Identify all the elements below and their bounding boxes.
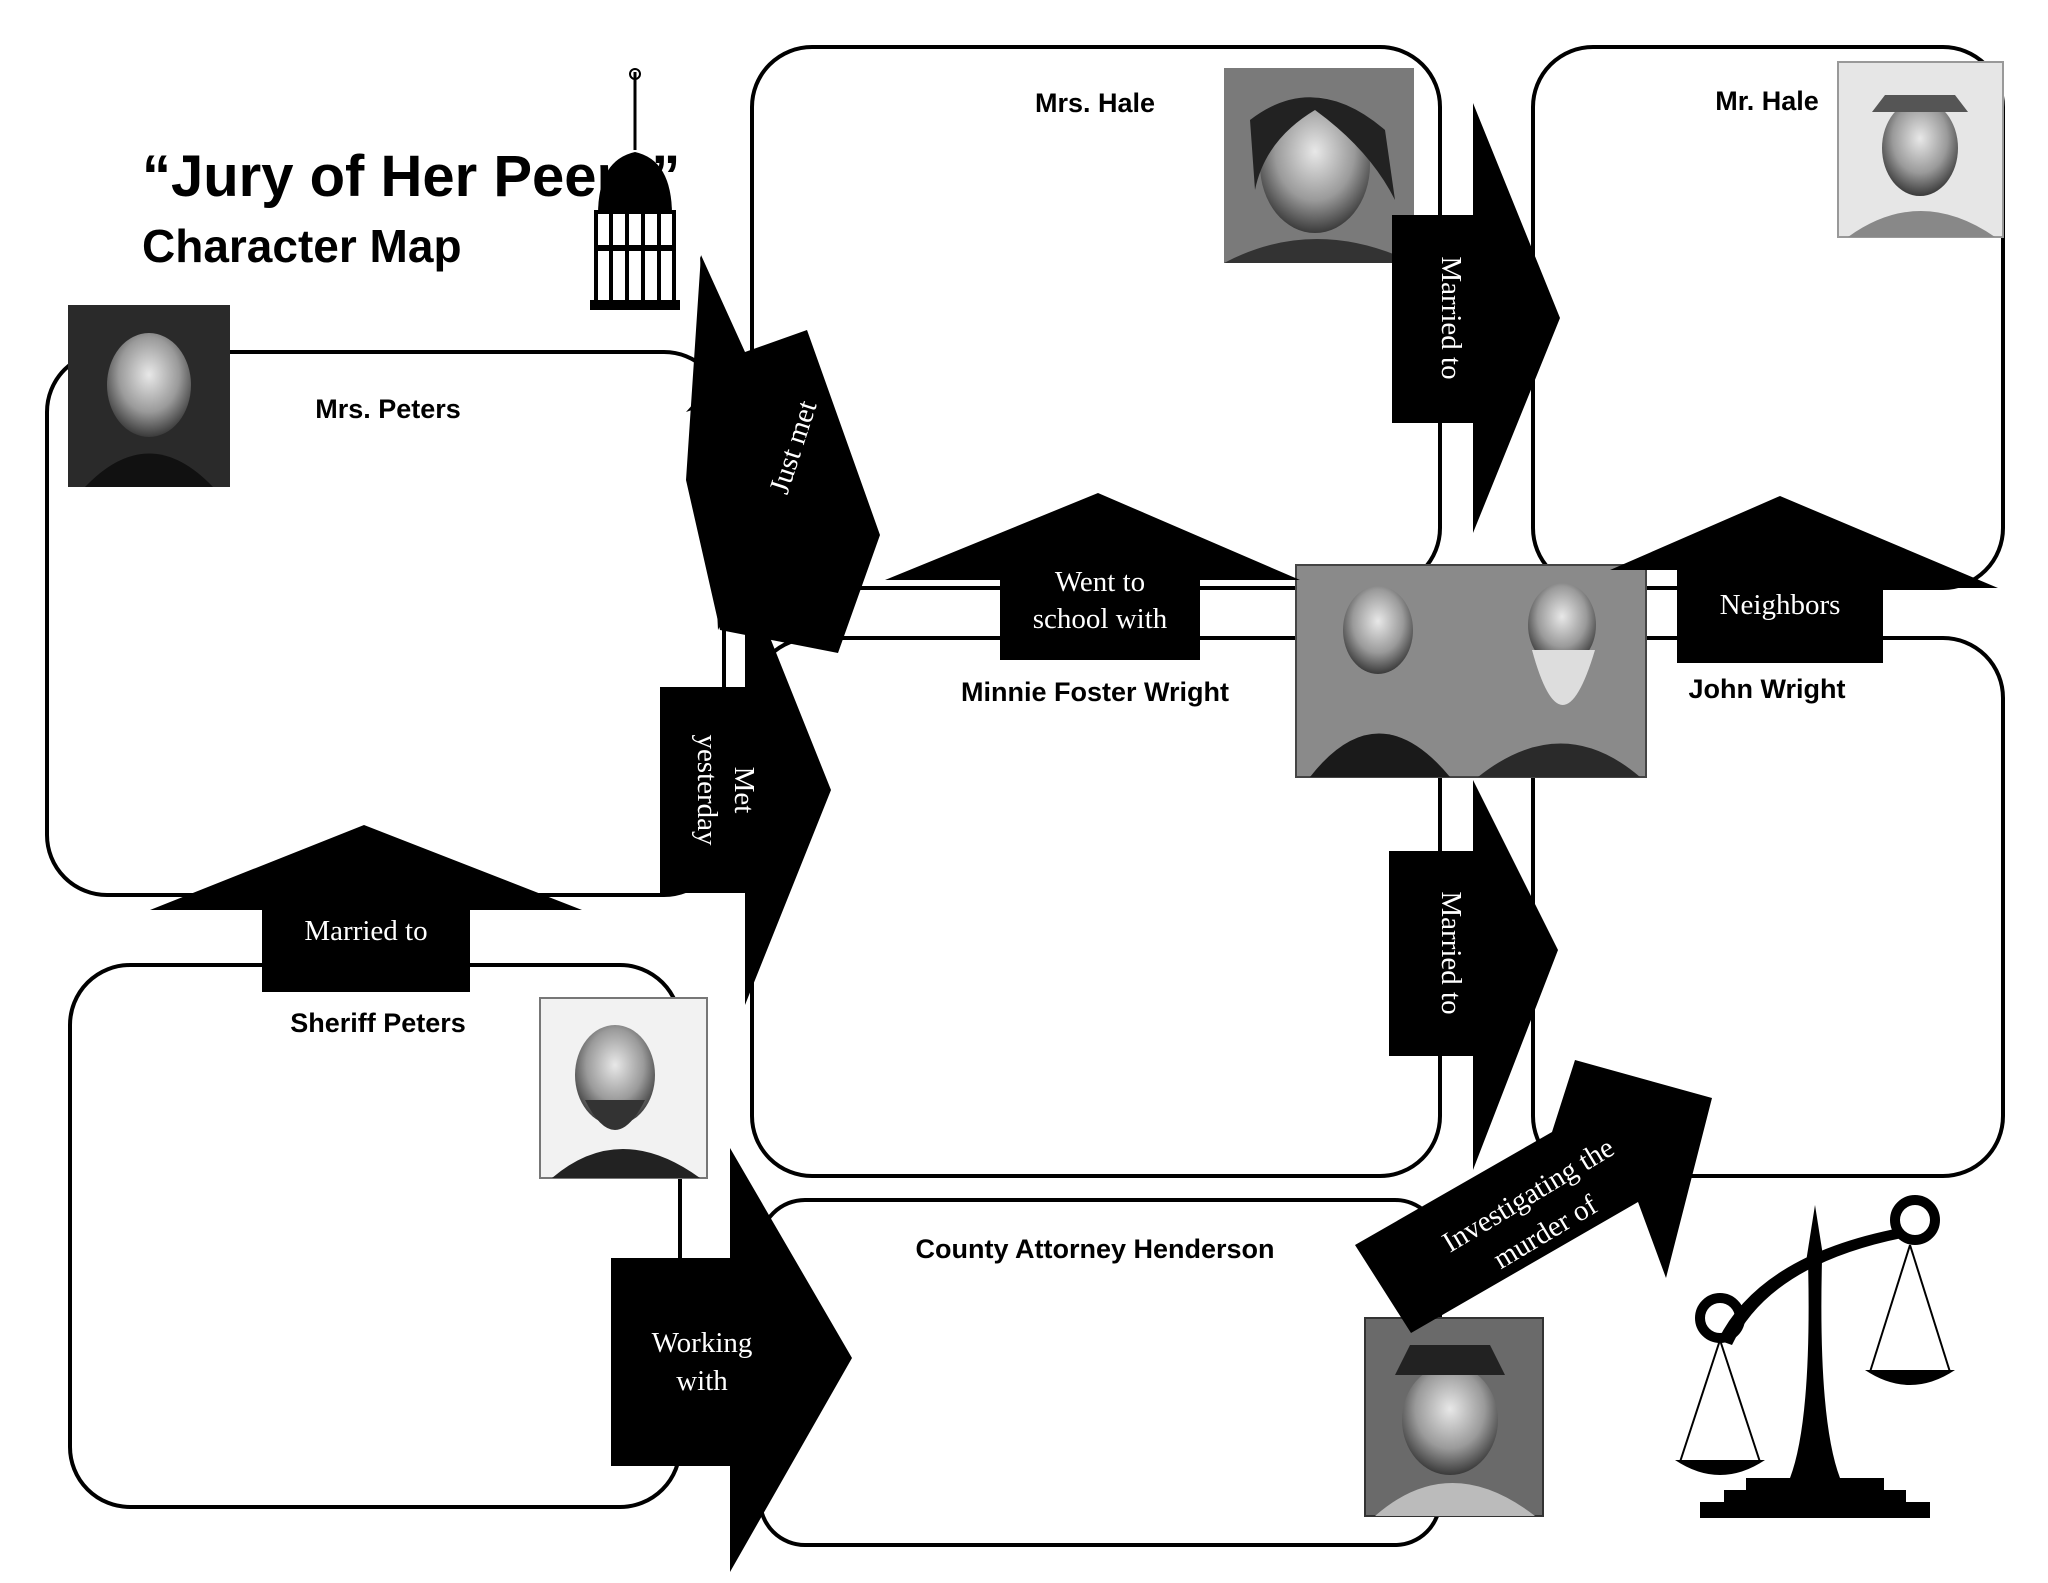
arrow-neighbors: Neighbors: [1610, 496, 1998, 663]
page-subtitle: Character Map: [142, 220, 462, 272]
svg-text:Went to: Went to: [1055, 566, 1145, 598]
photo-mrs-hale: [1224, 68, 1414, 263]
photo-sheriff: [539, 997, 708, 1179]
photo-wright-couple: [1295, 564, 1647, 778]
arrow-married-hale: Married to: [1392, 103, 1560, 533]
name-john: John Wright: [1689, 674, 1846, 704]
arrow-met-yesterday: Met yesterday: [660, 575, 831, 1005]
name-county-attorney: County Attorney Henderson: [915, 1234, 1274, 1264]
svg-text:Met: Met: [728, 767, 760, 814]
birdcage-icon: [590, 68, 680, 310]
scales-of-justice-icon: [1675, 1195, 1955, 1518]
name-sheriff: Sheriff Peters: [290, 1008, 466, 1038]
name-mr-hale: Mr. Hale: [1715, 86, 1819, 116]
arrow-just-met: Just met: [686, 255, 880, 653]
svg-text:with: with: [676, 1365, 728, 1397]
photo-county-attorney: [1364, 1317, 1544, 1517]
arrow-married-wright: Married to: [1389, 780, 1558, 1170]
arrow-working-with: Working with: [611, 1148, 852, 1572]
svg-text:Married to: Married to: [1435, 256, 1467, 379]
arrow-married-peters: Married to: [150, 825, 582, 992]
svg-text:school with: school with: [1033, 603, 1168, 635]
arrow-went-to-school: Went to school with: [885, 493, 1300, 660]
name-mrs-hale: Mrs. Hale: [1035, 88, 1155, 118]
svg-text:Married to: Married to: [304, 915, 427, 947]
svg-text:yesterday: yesterday: [691, 734, 723, 846]
name-minnie: Minnie Foster Wright: [961, 677, 1229, 707]
svg-text:Neighbors: Neighbors: [1720, 589, 1841, 621]
photo-mrs-peters: [68, 305, 230, 487]
svg-text:Married to: Married to: [1435, 891, 1467, 1014]
svg-text:Working: Working: [652, 1327, 753, 1359]
name-mrs-peters: Mrs. Peters: [315, 394, 461, 424]
page-title: “Jury of Her Peers”: [142, 144, 680, 209]
photo-mr-hale: [1837, 61, 2004, 238]
